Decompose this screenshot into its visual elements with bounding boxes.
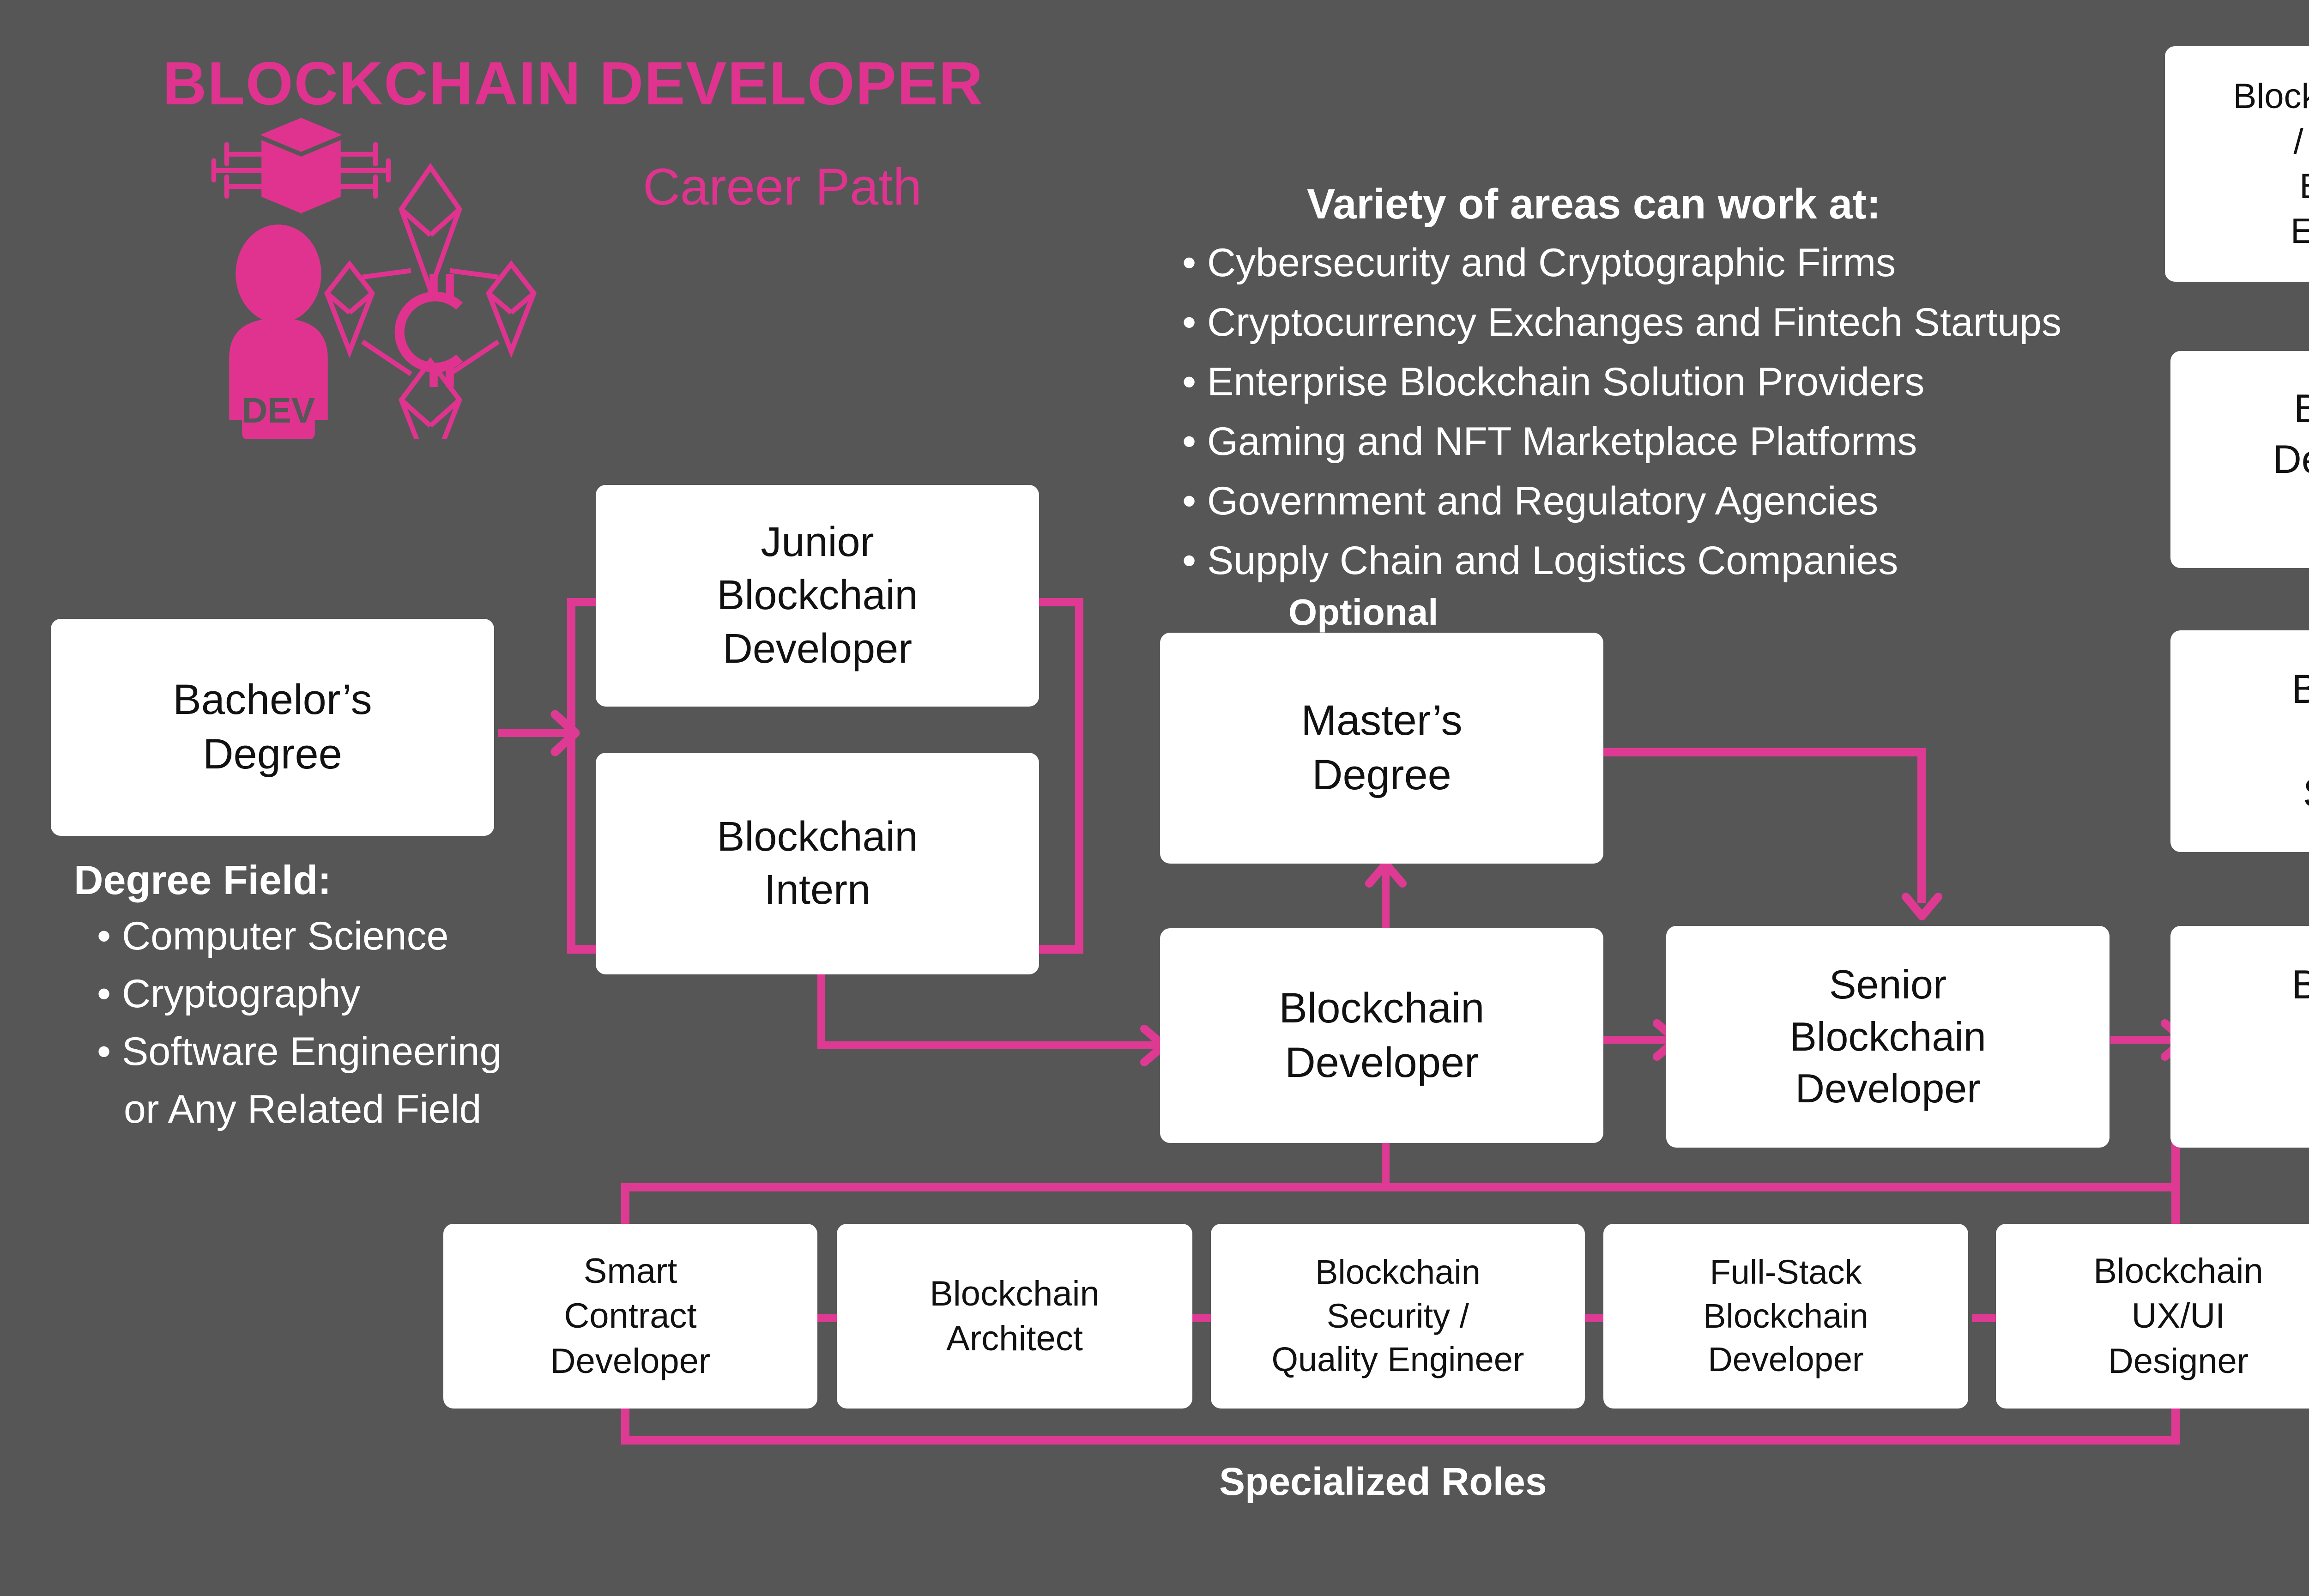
connector-specialized-top-right-drop xyxy=(2171,1183,2180,1234)
arrowhead-to-masters xyxy=(1365,857,1407,889)
connector-bracket-vertical-left xyxy=(567,598,575,954)
connector-masters-right xyxy=(1598,748,1926,756)
list-item: Software Engineering xyxy=(97,1029,502,1075)
connector-bachelors-to-bracket xyxy=(498,729,567,737)
connector-developer-bottom-stem xyxy=(1382,1136,1390,1191)
node-blockchain-software-engineer[interactable]: Blockchain Software Engineer xyxy=(2170,926,2309,1148)
node-label: Junior Blockchain Developer xyxy=(717,519,918,672)
node-label: Blockchain Director / Director of Blockc… xyxy=(2233,77,2309,251)
svg-text:DEV: DEV xyxy=(242,391,315,430)
optional-label: Optional xyxy=(1288,592,1439,633)
areas-heading: Variety of areas can work at: xyxy=(1307,181,1881,228)
node-label: Blockchain UX/UI Designer xyxy=(2093,1251,2263,1381)
node-blockchain-developer[interactable]: Blockchain Developer xyxy=(1160,928,1603,1143)
node-blockchain-architect[interactable]: Blockchain Architect xyxy=(837,1224,1192,1409)
node-masters-degree[interactable]: Master’s Degree xyxy=(1160,633,1603,864)
list-item: Cryptography xyxy=(97,971,502,1017)
connector-developer-to-masters xyxy=(1382,866,1390,937)
node-label: Blockchain Architect xyxy=(930,1274,1100,1358)
connector-specialized-top-bus xyxy=(621,1183,2180,1191)
list-item: Gaming and NFT Marketplace Platforms xyxy=(1182,419,2061,465)
node-label: Blockchain Development Manager xyxy=(2273,386,2309,482)
connector-security-quality-to-fullstack xyxy=(1579,1314,1608,1322)
list-item: Cryptocurrency Exchanges and Fintech Sta… xyxy=(1182,300,2061,345)
node-junior-blockchain-developer[interactable]: Junior Blockchain Developer xyxy=(596,485,1039,707)
degree-field-heading: Degree Field: xyxy=(74,857,332,903)
node-blockchain-security-quality-engineer[interactable]: Blockchain Security / Quality Engineer xyxy=(1211,1224,1585,1409)
connector-masters-down xyxy=(1917,748,1926,903)
node-label: Bachelor’s Degree xyxy=(173,676,372,778)
list-item: Supply Chain and Logistics Companies xyxy=(1182,538,2061,584)
connector-intern-bottom-stem xyxy=(817,970,825,1047)
list-item: Cybersecurity and Cryptographic Firms xyxy=(1182,240,2061,286)
connector-architect-to-security-quality xyxy=(1187,1314,1215,1322)
node-blockchain-director[interactable]: Blockchain Director / Director of Blockc… xyxy=(2165,46,2309,282)
degree-field-list: Computer Science Cryptography Software E… xyxy=(97,913,502,1144)
connector-right-bracket-vertical xyxy=(1075,598,1083,954)
blockchain-developer-icon: DEV xyxy=(211,118,537,439)
node-label: Master’s Degree xyxy=(1301,697,1463,798)
connector-developer-to-senior xyxy=(1602,1036,1682,1044)
connector-specialized-bottom-left-rise xyxy=(621,1404,629,1445)
connector-senior-to-software-engineer xyxy=(2110,1036,2190,1044)
connector-fullstack-to-uxui xyxy=(1972,1314,2001,1322)
node-label: Senior Blockchain Developer xyxy=(1789,961,1986,1112)
list-item: Government and Regulatory Agencies xyxy=(1182,478,2061,524)
node-label: Blockchain Software Engineer xyxy=(2291,961,2309,1111)
specialized-roles-label: Specialized Roles xyxy=(1219,1460,1547,1503)
connector-specialized-top-left-drop xyxy=(621,1183,629,1234)
arrowhead-to-senior-developer xyxy=(1901,891,1943,924)
list-item: Enterprise Blockchain Solution Providers xyxy=(1182,359,2061,405)
node-senior-blockchain-developer[interactable]: Senior Blockchain Developer xyxy=(1666,926,2110,1148)
areas-list: Cybersecurity and Cryptographic Firms Cr… xyxy=(1182,240,2061,598)
node-blockchain-security-specialist[interactable]: Blockchain Security Specialist xyxy=(2170,630,2309,852)
list-item: Computer Science xyxy=(97,913,502,959)
list-item-continuation: or Any Related Field xyxy=(124,1087,482,1131)
page-title: BLOCKCHAIN DEVELOPER xyxy=(163,49,984,117)
node-label: Blockchain Intern xyxy=(717,813,918,913)
connector-smart-contract-to-architect xyxy=(813,1314,841,1322)
node-label: Blockchain Developer xyxy=(1279,984,1485,1086)
node-label: Blockchain Security / Quality Engineer xyxy=(1271,1252,1524,1379)
node-blockchain-intern[interactable]: Blockchain Intern xyxy=(596,753,1039,974)
node-blockchain-ux-ui-designer[interactable]: Blockchain UX/UI Designer xyxy=(1996,1224,2309,1409)
node-label: Full-Stack Blockchain Developer xyxy=(1703,1252,1868,1379)
connector-specialized-bottom-right-rise xyxy=(2171,1404,2180,1445)
connector-software-engineer-bottom-stem xyxy=(2171,1141,2180,1187)
node-label: Blockchain Security Specialist xyxy=(2291,666,2309,816)
arrowhead-bachelors xyxy=(550,709,582,757)
node-full-stack-blockchain-developer[interactable]: Full-Stack Blockchain Developer xyxy=(1603,1224,1968,1409)
node-blockchain-development-manager[interactable]: Blockchain Development Manager xyxy=(2170,351,2309,568)
node-smart-contract-developer[interactable]: Smart Contract Developer xyxy=(443,1224,817,1409)
page-subtitle: Career Path xyxy=(643,158,922,216)
connector-intern-to-blockchain-developer xyxy=(817,1041,1159,1049)
node-bachelors-degree[interactable]: Bachelor’s Degree xyxy=(51,619,494,836)
connector-specialized-bottom-bus xyxy=(621,1436,2180,1445)
node-label: Smart Contract Developer xyxy=(550,1251,711,1381)
